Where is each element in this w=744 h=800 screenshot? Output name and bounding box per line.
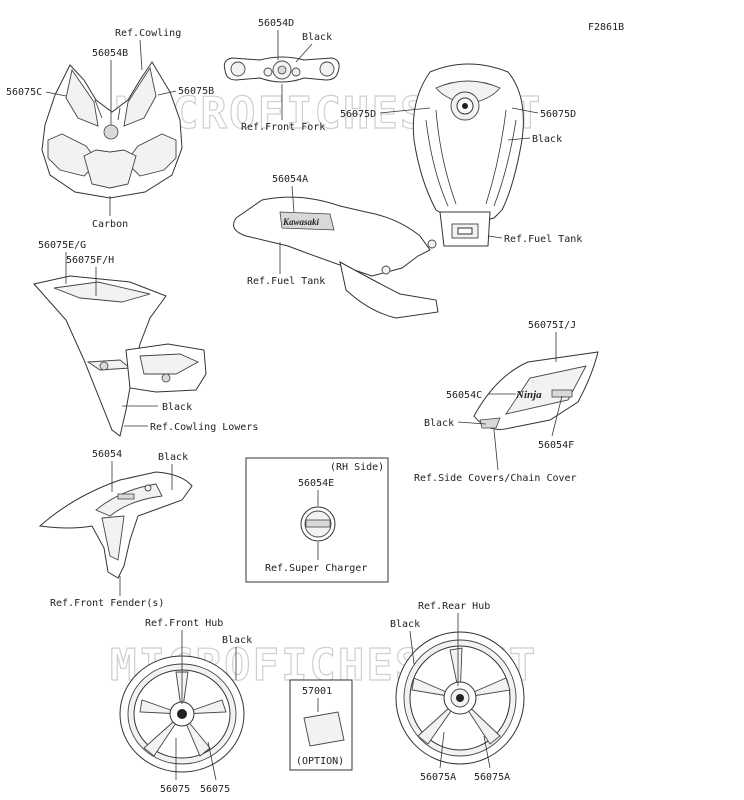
option-sticker-sheet (303, 711, 345, 747)
side-brand-decal: Ninja (515, 389, 542, 401)
label-tank-ref: Ref.Fuel Tank (504, 234, 582, 245)
label-fhub-black: Black (222, 635, 252, 646)
label-option: (OPTION) (296, 756, 344, 767)
label-carbon: Carbon (92, 219, 128, 230)
label-cowling-ref: Ref.Cowling (115, 28, 181, 39)
fuel-tank-side: Kawasaki (233, 196, 439, 319)
tank-brand-decal: Kawasaki (282, 217, 320, 227)
label-56054d: 56054D (258, 18, 294, 29)
label-rhub-black: Black (390, 619, 420, 630)
label-56075a-right: 56075A (474, 772, 510, 783)
label-56075-left: 56075 (160, 784, 190, 795)
label-57001: 57001 (302, 686, 332, 697)
label-56075ij: 56075I/J (528, 320, 576, 331)
cowling-emblem (103, 124, 119, 140)
label-56075b: 56075B (178, 86, 214, 97)
label-56075a-left: 56075A (420, 772, 456, 783)
label-tankside-ref: Ref.Fuel Tank (247, 276, 325, 287)
rear-wheel (395, 631, 525, 765)
label-56054a: 56054A (272, 174, 308, 185)
label-56054f: 56054F (538, 440, 574, 451)
label-56075eg: 56075E/G (38, 240, 86, 251)
front-fork-clamp (223, 56, 340, 83)
front-fender (38, 471, 193, 579)
fuel-tank-top (412, 63, 524, 247)
label-rh-side: (RH Side) (330, 462, 384, 473)
supercharger-emblem (300, 506, 336, 542)
figure-id: F2861B (588, 22, 624, 33)
label-lower-ref: Ref.Cowling Lowers (150, 422, 258, 433)
label-rhub-ref: Ref.Rear Hub (418, 601, 490, 612)
label-fork-black: Black (302, 32, 332, 43)
side-cover: Ninja (473, 351, 599, 430)
label-56054: 56054 (92, 449, 122, 460)
label-56054b: 56054B (92, 48, 128, 59)
label-tank-right: 56075D (540, 109, 576, 120)
label-56075-right: 56075 (200, 784, 230, 795)
cowling-lowers (33, 275, 207, 437)
label-lower-black: Black (162, 402, 192, 413)
label-56054c: 56054C (446, 390, 482, 401)
label-56075fh: 56075F/H (66, 255, 114, 266)
label-fender-black: Black (158, 452, 188, 463)
front-wheel (119, 655, 245, 773)
label-tank-left: 56075D (340, 109, 376, 120)
label-56075c: 56075C (6, 87, 42, 98)
label-56054e: 56054E (298, 478, 334, 489)
label-fhub-ref: Ref.Front Hub (145, 618, 223, 629)
label-sc-ref: Ref.Super Charger (265, 563, 367, 574)
upper-cowling (41, 61, 183, 199)
label-side-ref: Ref.Side Covers/Chain Cover (414, 473, 577, 484)
label-fork-ref: Ref.Front Fork (241, 122, 325, 133)
label-tank-black: Black (532, 134, 562, 145)
label-fender-ref: Ref.Front Fender(s) (50, 598, 164, 609)
label-side-black: Black (424, 418, 454, 429)
